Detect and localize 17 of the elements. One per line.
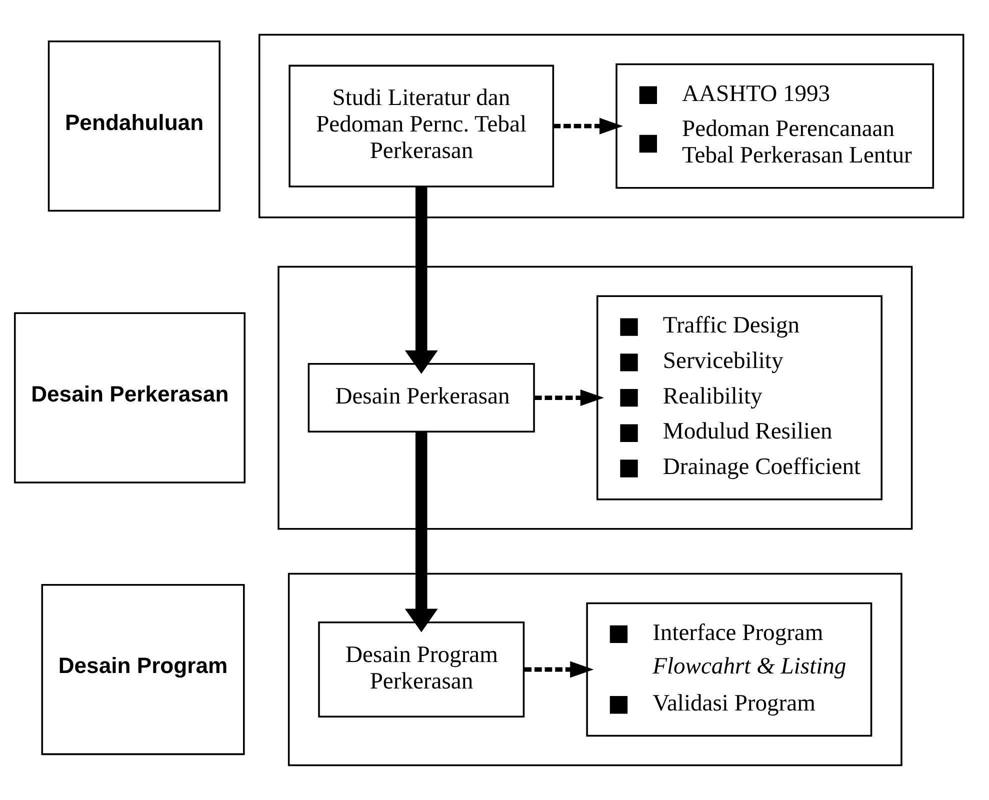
arrow xyxy=(404,186,438,374)
arrow xyxy=(524,661,594,678)
node-box: Desain Program Perkerasan xyxy=(318,622,524,718)
cluster xyxy=(287,572,902,766)
cluster xyxy=(258,34,964,218)
node-box: Desain Perkerasan xyxy=(307,363,534,433)
node-box: Desain Perkerasan xyxy=(14,312,246,484)
node-box: Desain Program xyxy=(40,584,244,756)
node-box: Interface Program Flowcahrt & Listing Validasi Program xyxy=(586,602,872,737)
node-box: Studi Literatur dan Pedoman Pernc. Tebal Perkerasan xyxy=(288,64,554,188)
node-box: AASHTO 1993 Pedoman Perencanaan Tebal Perkerasan Lentur xyxy=(615,63,934,189)
node-box: Traffic Design Servicebility Realibility Modulud Resilien Drainage Coefficient xyxy=(596,295,882,500)
arrow xyxy=(534,390,604,406)
cluster xyxy=(277,266,912,530)
node-box: Pendahuluan xyxy=(47,40,220,212)
arrow xyxy=(404,432,438,632)
arrow xyxy=(552,118,623,134)
